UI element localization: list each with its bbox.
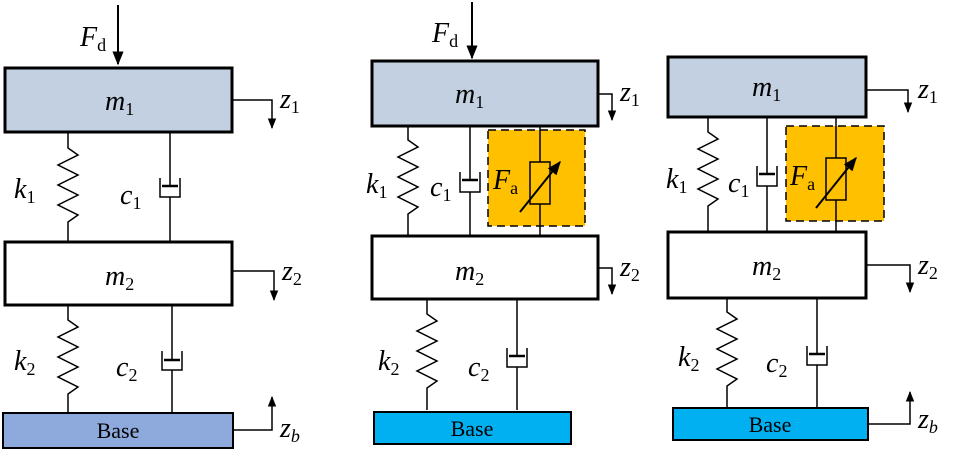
mass-1-block xyxy=(370,59,600,128)
k1-label: k1 xyxy=(14,174,35,207)
spring-k2-icon xyxy=(715,298,739,408)
k2-label: k2 xyxy=(14,346,35,379)
actuator-block xyxy=(785,117,885,232)
mass-2-label: m2 xyxy=(455,256,484,289)
c1-label: c1 xyxy=(728,168,749,201)
damper-c2-icon xyxy=(506,299,528,410)
z2-label: z2 xyxy=(917,250,938,283)
mass-1-label: m1 xyxy=(752,72,781,105)
mass-1-label: m1 xyxy=(455,79,484,112)
zb-arrow-icon xyxy=(232,395,277,431)
variable-force-arrow-icon xyxy=(519,160,561,213)
spring-k1-icon xyxy=(396,126,420,236)
mass-1-label: m1 xyxy=(105,86,134,119)
z2-label: z2 xyxy=(281,256,302,289)
spring-k1-icon xyxy=(696,117,720,232)
variable-force-arrow-icon xyxy=(815,156,857,209)
z1-arrow-icon xyxy=(232,99,277,130)
spring-k2-icon xyxy=(56,305,80,413)
force-label: Fd xyxy=(431,18,458,51)
base-label: Base xyxy=(97,418,140,443)
z2-arrow-icon xyxy=(866,264,915,294)
c1-label: c1 xyxy=(430,172,451,205)
spring-k1-icon xyxy=(56,132,80,242)
mass-2-label: m2 xyxy=(105,261,134,294)
c1-label: c1 xyxy=(120,180,141,213)
model-active-disturbance: Fd m1 z1 k1 c1 Fa m2 xyxy=(366,2,640,445)
z2-label: z2 xyxy=(619,252,640,285)
actuator-label: Fa xyxy=(789,161,815,194)
z1-label: z1 xyxy=(619,77,640,110)
mass-2-block xyxy=(370,234,600,301)
base-label: Base xyxy=(451,416,494,441)
z1-arrow-icon xyxy=(866,89,913,114)
k2-label: k2 xyxy=(378,346,399,379)
actuator-block xyxy=(487,126,586,236)
base-block xyxy=(672,407,869,441)
damper-c1-icon xyxy=(459,126,481,236)
mass-1-block xyxy=(666,55,868,119)
mass-2-block xyxy=(666,230,868,300)
model-passive: Fd m1 z1 k1 c1 m2 z2 xyxy=(2,5,302,449)
z2-arrow-icon xyxy=(598,267,617,296)
k1-label: k1 xyxy=(366,169,387,202)
c2-label: c2 xyxy=(468,352,489,385)
spring-k2-icon xyxy=(415,299,439,410)
z1-label: z1 xyxy=(917,74,938,107)
base-label: Base xyxy=(749,412,792,437)
z1-label: z1 xyxy=(279,84,300,117)
c2-label: c2 xyxy=(116,352,137,385)
z1-arrow-icon xyxy=(598,93,617,122)
zb-label: zb xyxy=(917,404,938,437)
damper-c1-icon xyxy=(159,132,181,242)
damper-c1-icon xyxy=(756,117,778,232)
force-label: Fd xyxy=(79,22,106,55)
zb-label: zb xyxy=(279,413,300,446)
z2-arrow-icon xyxy=(232,270,279,302)
k1-label: k1 xyxy=(666,164,687,197)
base-block xyxy=(373,411,572,445)
zb-arrow-icon xyxy=(868,390,915,425)
k2-label: k2 xyxy=(678,342,699,375)
damper-c2-icon xyxy=(161,305,183,413)
mass-2-label: m2 xyxy=(752,251,781,284)
c2-label: c2 xyxy=(766,348,787,381)
model-active: m1 z1 k1 c1 Fa m2 z2 xyxy=(666,55,938,441)
damper-c2-icon xyxy=(806,298,828,408)
actuator-label: Fa xyxy=(492,165,518,198)
mass-2-block xyxy=(3,240,234,307)
